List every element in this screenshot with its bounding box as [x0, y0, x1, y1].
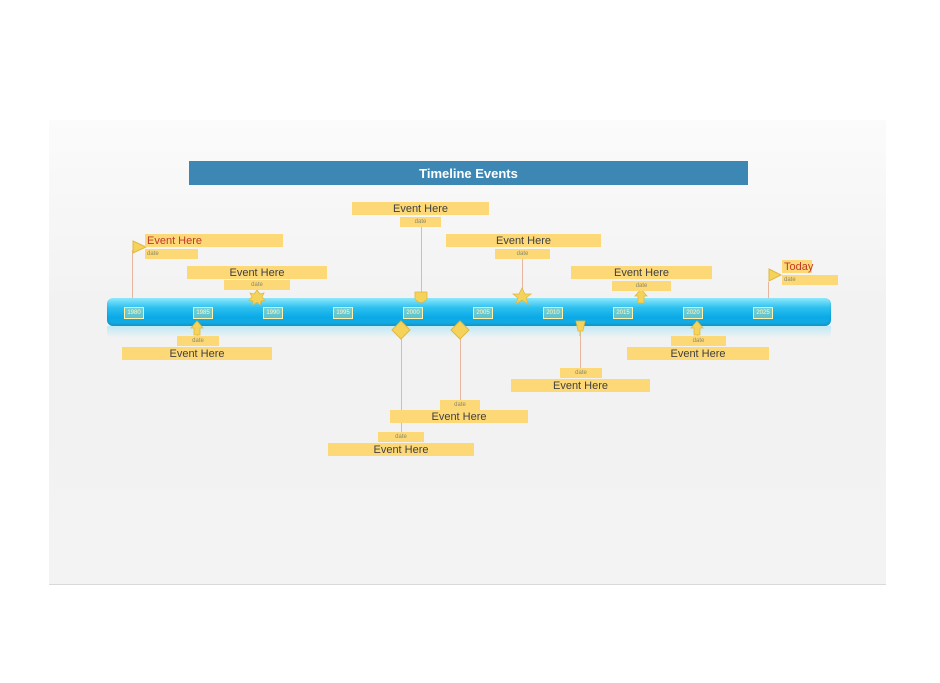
year-tick: 1980 [124, 307, 144, 319]
connector-line [580, 326, 581, 368]
event-date: date [612, 281, 671, 291]
event-title: Event Here [328, 443, 474, 456]
event-title: Event Here [627, 347, 769, 360]
timeline-title: Timeline Events [189, 161, 748, 185]
event-date: date [671, 336, 726, 346]
star-icon [511, 287, 533, 305]
year-tick: 1990 [263, 307, 283, 319]
timeline-bar [107, 298, 831, 326]
today-date: date [782, 275, 838, 285]
event-title: Event Here [390, 410, 528, 423]
connector-line [132, 250, 133, 298]
connector-line [460, 326, 461, 400]
connector-line [768, 282, 769, 298]
year-tick: 2000 [403, 307, 423, 319]
arrow-up-icon [634, 288, 648, 304]
event-title: Event Here [187, 266, 327, 279]
event-date: date [378, 432, 424, 442]
event-date: date [400, 217, 441, 227]
pin-icon [575, 320, 586, 336]
year-tick: 1995 [333, 307, 353, 319]
event-title: Event Here [571, 266, 712, 279]
event-date: date [177, 336, 219, 346]
event-date: date [145, 249, 198, 259]
event-title: Event Here [122, 347, 272, 360]
event-date: date [224, 280, 290, 290]
arrow-up-icon [190, 320, 204, 336]
timeline-bar-reflection [107, 326, 831, 338]
event-title: Event Here [511, 379, 650, 392]
arrow-up-icon [690, 320, 704, 336]
shield-icon [414, 291, 428, 303]
connector-line [421, 227, 422, 298]
year-tick: 2005 [473, 307, 493, 319]
event-date: date [440, 400, 480, 410]
connector-line [522, 258, 523, 298]
connector-line [401, 326, 402, 432]
event-date: date [560, 368, 602, 378]
event-title: Event Here [446, 234, 601, 247]
flag-icon [768, 268, 783, 282]
event-date: date [495, 249, 550, 259]
flag-icon [132, 240, 148, 254]
burst-icon [248, 289, 266, 306]
event-title: Event Here [145, 234, 283, 247]
year-tick: 1985 [193, 307, 213, 319]
diamond-icon [391, 320, 411, 340]
diamond-icon [450, 320, 470, 340]
year-tick: 2010 [543, 307, 563, 319]
year-tick: 2020 [683, 307, 703, 319]
year-tick: 2015 [613, 307, 633, 319]
today-label: Today [782, 260, 814, 273]
year-tick: 2025 [753, 307, 773, 319]
event-title: Event Here [352, 202, 489, 215]
